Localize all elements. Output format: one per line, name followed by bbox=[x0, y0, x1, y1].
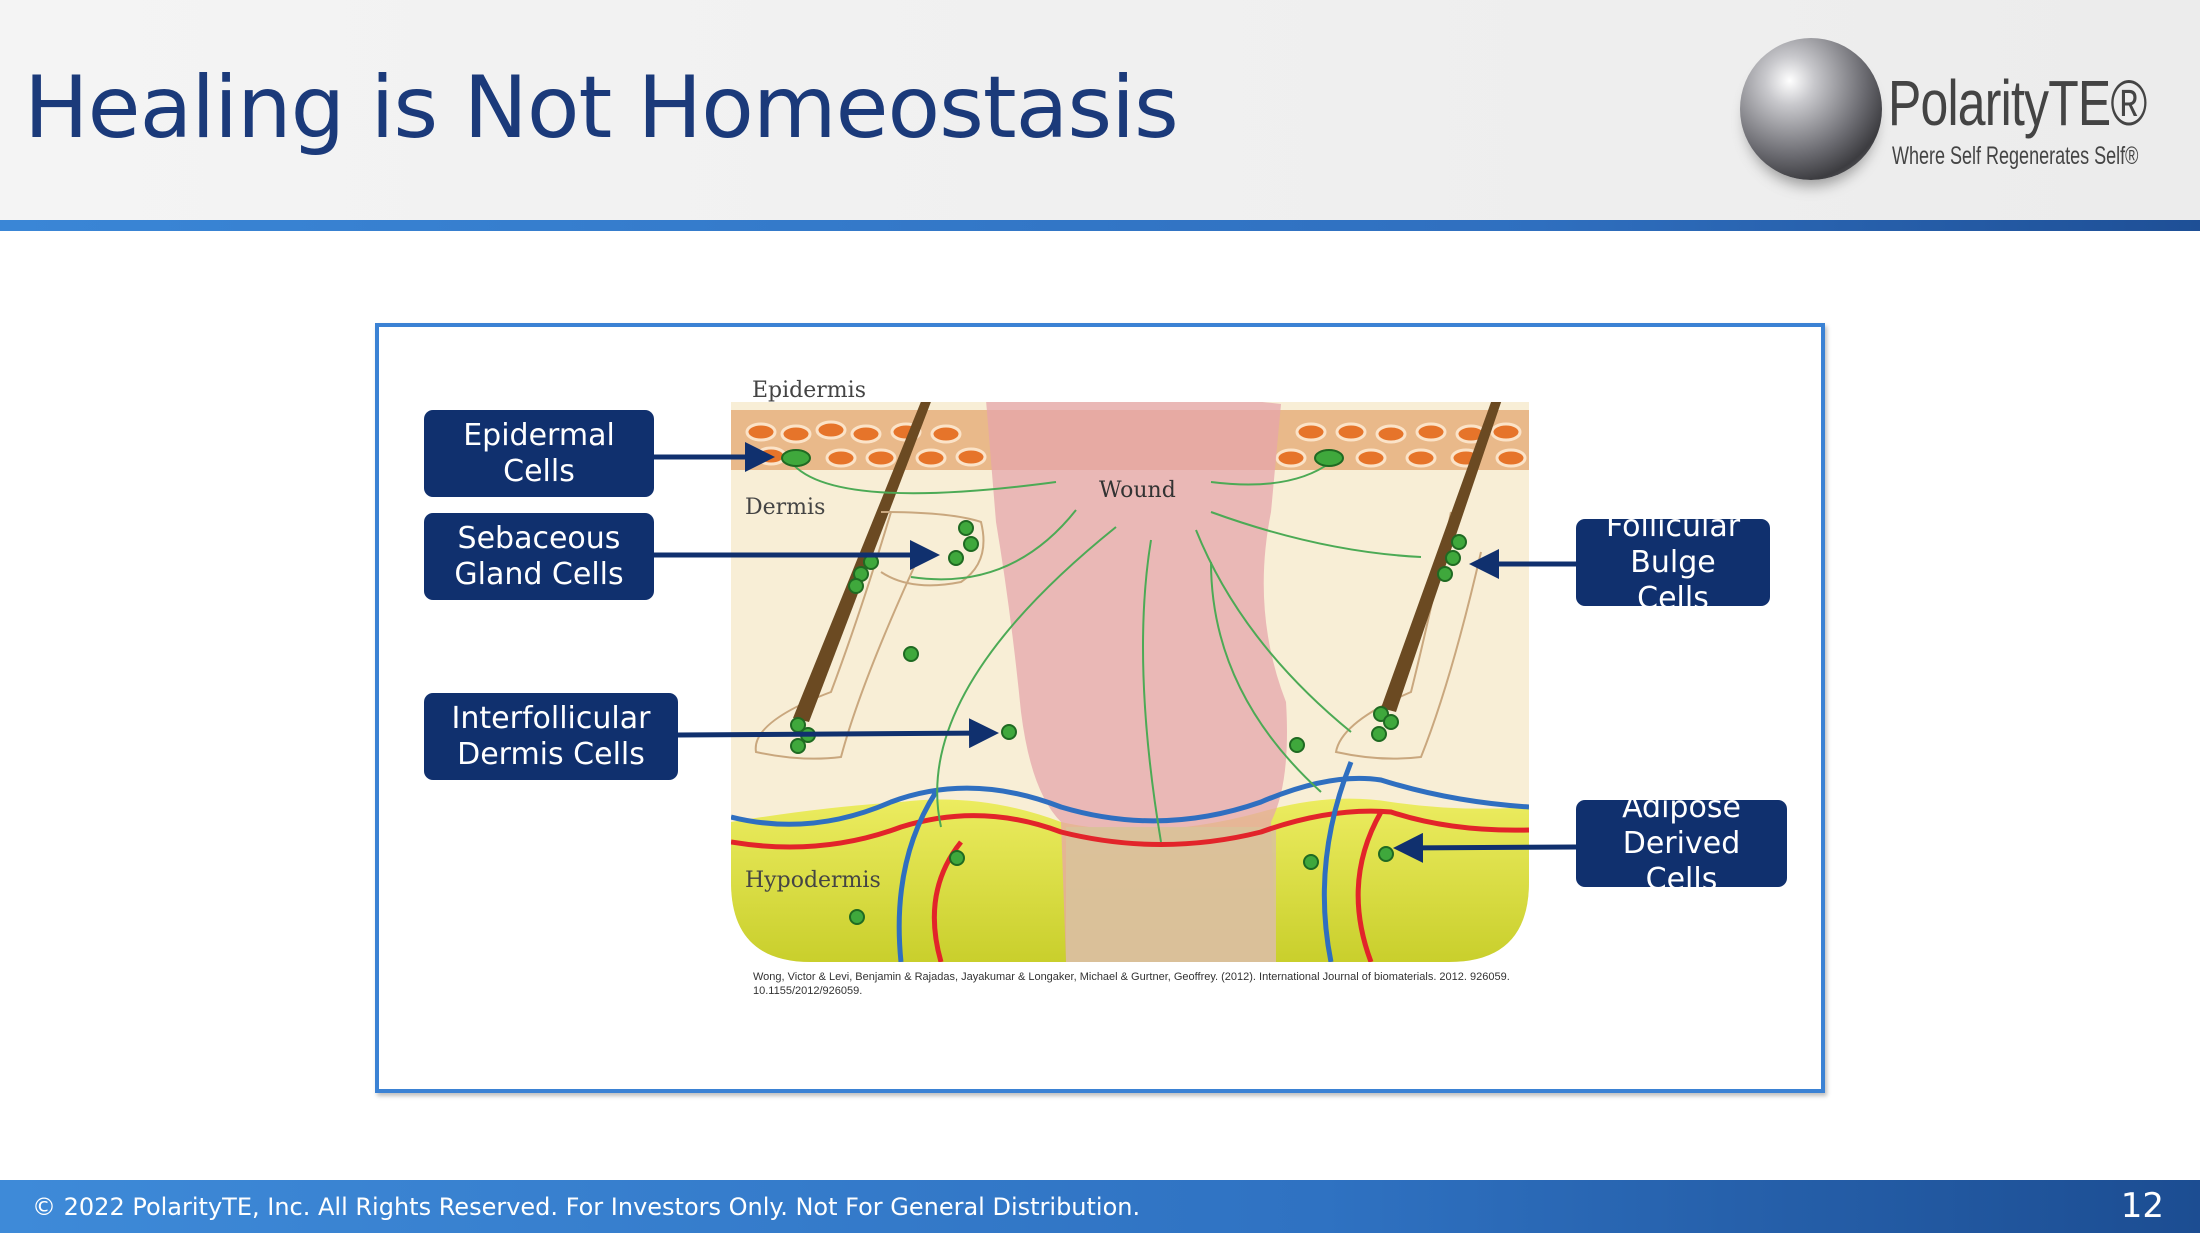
label-follicular-bulge-cells: Follicular Bulge Cells bbox=[1576, 509, 1770, 616]
polarityte-logo: PolarityTE® Where Self Regenerates Self® bbox=[1730, 30, 2147, 195]
footer-copyright: © 2022 PolarityTE, Inc. All Rights Reser… bbox=[32, 1193, 1141, 1221]
label-adipose-derived-cells: Adipose Derived Cells bbox=[1576, 790, 1787, 897]
label-sebaceous-gland-cells: Sebaceous Gland Cells bbox=[424, 513, 654, 600]
chrome-sphere-icon bbox=[1740, 38, 1882, 180]
slide-footer: © 2022 PolarityTE, Inc. All Rights Reser… bbox=[0, 1180, 2200, 1233]
sebaceous-gland bbox=[880, 511, 985, 587]
logo-tagline: Where Self Regenerates Self® bbox=[1892, 142, 2139, 170]
citation: Wong, Victor & Levi, Benjamin & Rajadas,… bbox=[753, 971, 1510, 997]
hair-follicle-right bbox=[1334, 511, 1482, 760]
skin-wound-diagram: Epidermis Dermis Wound Hypodermis bbox=[731, 378, 1529, 962]
label-interfollicular-dermis-cells: Interfollicular Dermis Cells bbox=[424, 693, 678, 780]
label-epidermal-cells: Epidermal Cells bbox=[424, 410, 654, 497]
vessel-branch-blue bbox=[896, 761, 1354, 962]
hair-follicle-left bbox=[754, 511, 922, 760]
diagram-frame bbox=[375, 323, 1825, 1093]
slide-title: Healing is Not Homeostasis bbox=[24, 58, 1179, 158]
layer-wound: Wound bbox=[1099, 478, 1176, 503]
blood-vessel-blue bbox=[731, 775, 1529, 827]
page-number: 12 bbox=[2120, 1186, 2164, 1226]
wound-hypodermis bbox=[1066, 827, 1276, 962]
wound-area bbox=[986, 402, 1287, 962]
blood-vessel-red bbox=[731, 808, 1529, 850]
stem-cells bbox=[781, 449, 1467, 925]
hair-shaft-left bbox=[793, 402, 945, 722]
layer-hypodermis: Hypodermis bbox=[745, 868, 881, 893]
layer-epidermis: Epidermis bbox=[752, 378, 866, 403]
logo-name: PolarityTE® bbox=[1888, 67, 2147, 139]
epidermal-cells bbox=[745, 420, 1527, 468]
layer-dermis: Dermis bbox=[745, 495, 825, 520]
slide-header: Healing is Not Homeostasis PolarityTE® W… bbox=[0, 0, 2200, 220]
migration-arrows bbox=[790, 461, 1422, 843]
header-divider bbox=[0, 220, 2200, 231]
hair-shaft-right bbox=[1381, 402, 1512, 712]
